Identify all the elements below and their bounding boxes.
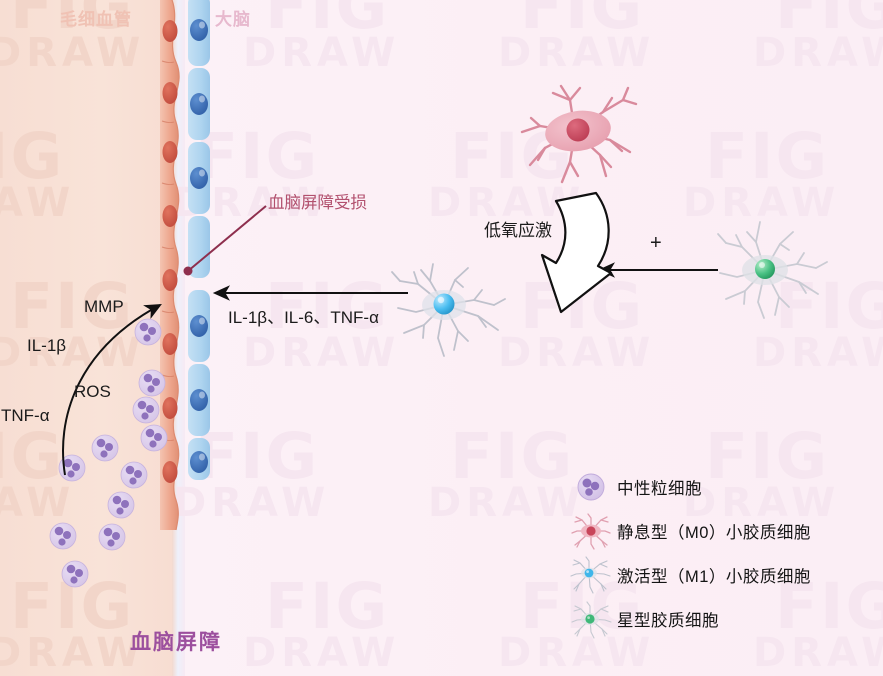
annotation-ros: ROS (74, 382, 111, 401)
brain-parenchyma-region (185, 0, 883, 676)
neutrophil (61, 560, 89, 588)
neutrophil (49, 522, 77, 550)
annotation-hypoxic-stress: 低氧应激 (484, 221, 552, 240)
neutrophil-icon (565, 466, 617, 508)
capillary-label: 毛细血管 (60, 10, 132, 29)
resting-microglia-icon (565, 510, 617, 552)
annotation-mmp: MMP (84, 297, 124, 316)
neutrophil (107, 491, 135, 519)
neutrophil-group (49, 318, 168, 588)
annotation-bbb-damage: 血脑屏障受损 (268, 194, 367, 212)
legend-label: 中性粒细胞 (617, 480, 702, 498)
legend-item-activated-microglia: 激活型（M1）小胶质细胞 (565, 553, 883, 597)
neutrophil (138, 369, 166, 397)
neutrophil (98, 523, 126, 551)
annotation-cytokines: IL-1β、IL-6、TNF-α (228, 308, 379, 327)
neutrophil (120, 461, 148, 489)
legend-item-astrocyte: 星型胶质细胞 (565, 597, 883, 641)
neutrophil (134, 318, 162, 346)
brain-label: 大脑 (215, 10, 251, 29)
bbb-damage-pointer (183, 205, 267, 276)
legend: 中性粒细胞 静息型（M0）小胶质细胞 (565, 465, 883, 641)
astrocyte-cell (717, 221, 828, 319)
legend-label: 激活型（M1）小胶质细胞 (617, 568, 811, 586)
legend-label: 静息型（M0）小胶质细胞 (617, 524, 811, 542)
activated-microglia-cell (391, 263, 506, 357)
resting-microglia-cell (520, 84, 638, 184)
neutrophil (91, 434, 119, 462)
annotation-plus-sign: + (650, 232, 662, 254)
neutrophil (130, 441, 154, 465)
hypoxia-arrow (540, 191, 613, 314)
annotation-tnfa: TNF-α (1, 406, 50, 425)
legend-label: 星型胶质细胞 (617, 612, 719, 630)
activated-microglia-icon (565, 554, 617, 596)
neutrophil (132, 396, 160, 424)
annotation-il1b: IL-1β (27, 336, 67, 355)
blood-brain-barrier-wall (160, 0, 210, 531)
legend-item-neutrophil: 中性粒细胞 (565, 465, 883, 509)
legend-item-resting-microglia: 静息型（M0）小胶质细胞 (565, 509, 883, 553)
glial-cell-layer (188, 0, 210, 480)
endothelial-cell-layer (160, 0, 180, 531)
astrocyte-icon (565, 598, 617, 640)
mmp-arrow (62, 303, 162, 476)
neutrophil (140, 424, 168, 452)
bbb-title: 血脑屏障 (130, 631, 222, 654)
